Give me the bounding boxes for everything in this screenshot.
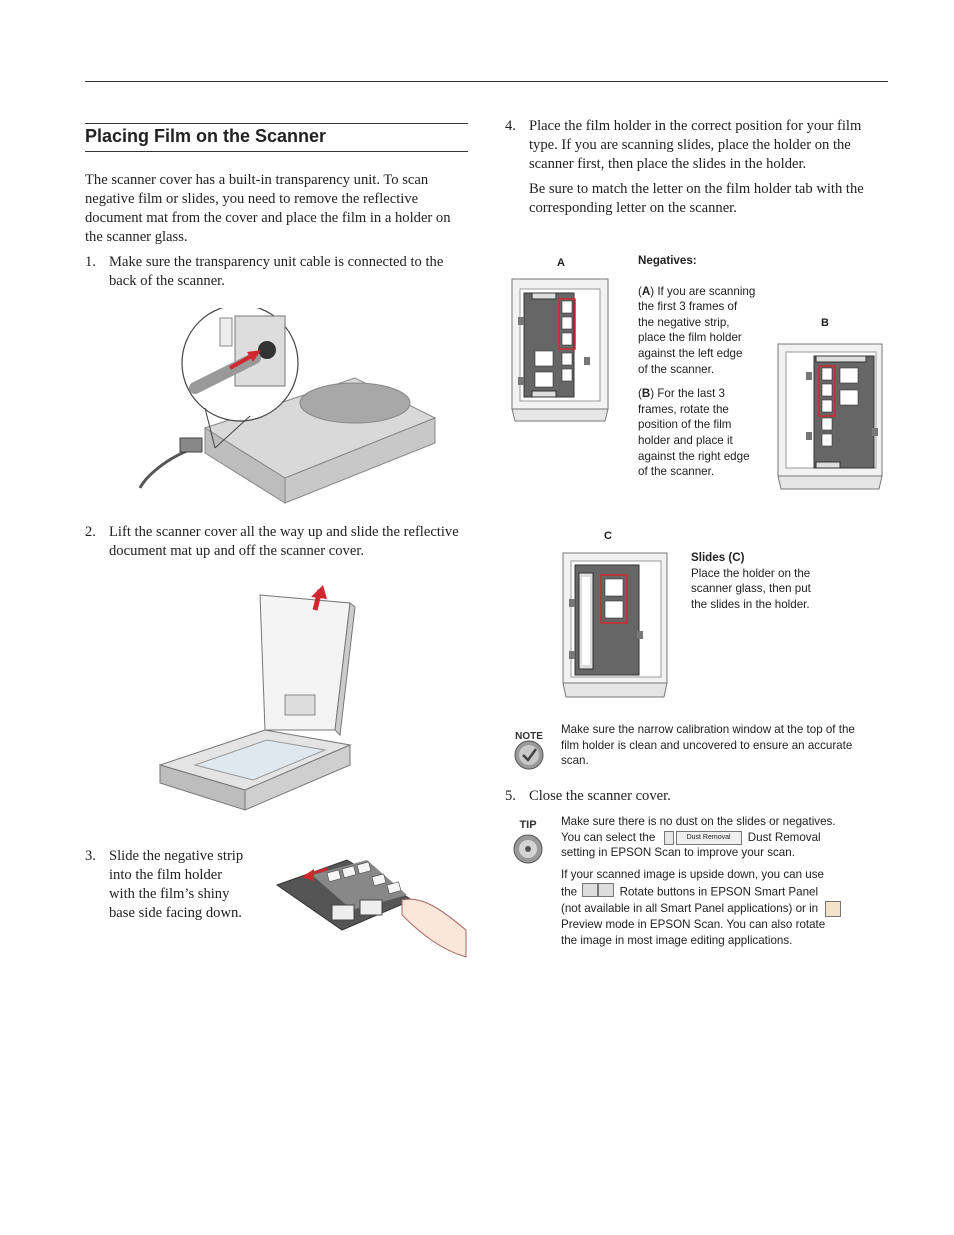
section-title: Placing Film on the Scanner <box>85 126 327 146</box>
step-line: corresponding letter on the scanner. <box>529 200 737 216</box>
negatives-a-text: (A) If you are scanning <box>638 284 756 298</box>
negatives-a-key: A <box>641 284 651 298</box>
step-text: Place the film holder in the correct pos… <box>529 117 864 218</box>
step-number: 1. <box>85 254 96 270</box>
negatives-title: Negatives: <box>638 254 697 267</box>
tip-dust-line: You can select the Dust Removal Dust Rem… <box>561 830 871 846</box>
rotate-buttons-icon <box>582 882 615 902</box>
title-bottom-rule <box>85 151 468 152</box>
text-line: film holder is clean and uncovered to en… <box>561 738 853 752</box>
negatives-b-text: (B) For the last 3 <box>638 387 725 401</box>
step-2: 2. Lift the scanner cover all the way up… <box>85 523 470 563</box>
note-icon-label: NOTE <box>515 731 543 742</box>
step-number: 5. <box>505 788 516 804</box>
step-text: Make sure the transparency unit cable is… <box>109 253 443 291</box>
slides-description: Slides (C) Place the holder on the scann… <box>691 550 841 612</box>
text-line: Place the holder on the <box>691 566 811 580</box>
text-line: holder and place it <box>638 433 733 447</box>
step-line: Place the film holder in the correct pos… <box>529 118 862 134</box>
step-line: type. If you are scanning slides, place … <box>529 137 851 153</box>
intro-paragraph: The scanner cover has a built-in transpa… <box>85 172 451 245</box>
text-fragment: Rotate buttons in EPSON Smart Panel <box>619 884 819 898</box>
step-line: Make sure the transparency unit cable is… <box>109 254 444 270</box>
text-line: Preview mode in EPSON Scan. You can also… <box>561 918 826 932</box>
text-line: frames, rotate the <box>638 402 729 416</box>
text-line: setting in EPSON Scan to improve your sc… <box>561 846 795 860</box>
text-line: the negative strip, <box>638 315 730 329</box>
text-fragment: You can select the <box>561 830 656 844</box>
step-line: Slide the negative strip <box>109 848 244 864</box>
step-3: 3. Slide the negative strip into the fil… <box>85 847 265 927</box>
film-holder-hand-illustration <box>272 855 468 960</box>
text-line: place the film holder <box>638 331 742 345</box>
text-line: the image in most image editing applicat… <box>561 933 793 947</box>
step-text: Slide the negative strip into the film h… <box>109 847 243 923</box>
step-line: scanner first, then place the slides in … <box>529 156 807 172</box>
dust-removal-checkbox-image: Dust Removal <box>662 830 742 846</box>
text-line: of the scanner. <box>638 465 715 479</box>
step-line: document mat up and off the scanner cove… <box>109 543 365 559</box>
note-icon: NOTE <box>509 727 549 771</box>
title-top-rule <box>85 123 468 124</box>
tip-preview-line: (not available in all Smart Panel applic… <box>561 901 871 918</box>
text-line: scan. <box>561 754 589 768</box>
note-text: Make sure the narrow calibration window … <box>561 722 891 769</box>
scanner-position-b-illustration <box>776 342 886 490</box>
text-line: the slides in the holder. <box>691 597 810 611</box>
scanner-position-a-illustration <box>510 277 610 422</box>
step-line: Be sure to match the letter on the film … <box>529 181 864 197</box>
text-line: ) If you are scanning <box>650 284 756 298</box>
text-line: Make sure the narrow calibration window … <box>561 723 855 736</box>
text-line: of the scanner. <box>638 362 715 376</box>
step-5: 5. Close the scanner cover. <box>505 787 890 807</box>
step-number: 3. <box>85 848 96 864</box>
dust-removal-button-image: Dust Removal <box>675 830 742 845</box>
text-line: scanner glass, then put <box>691 582 811 596</box>
figure-label-b: B <box>821 317 829 329</box>
tip-icon: TIP <box>509 817 549 867</box>
preview-mode-icon <box>825 901 842 918</box>
scanner-open-lid-illustration <box>155 585 370 820</box>
text-fragment: (not available in all Smart Panel applic… <box>561 902 819 916</box>
text-line: against the right edge <box>638 449 750 463</box>
slides-title: Slides (C) <box>691 551 745 564</box>
figure-label-a: A <box>557 257 565 269</box>
step-4: 4. Place the film holder in the correct … <box>505 117 890 227</box>
step-line: Lift the scanner cover all the way up an… <box>109 524 459 540</box>
step-number: 4. <box>505 118 516 134</box>
step-line: back of the scanner. <box>109 273 225 289</box>
text-line: ) For the last 3 <box>650 387 725 401</box>
tip-rotate-line: the Rotate buttons in EPSON Smart Panel <box>561 882 871 902</box>
text-line: the first 3 frames of <box>638 300 738 314</box>
step-text: Close the scanner cover. <box>529 788 671 804</box>
tip-icon-label: TIP <box>519 819 536 831</box>
tip-text: Make sure there is no dust on the slides… <box>561 814 871 948</box>
step-line: base side facing down. <box>109 905 242 921</box>
step-line: with the film’s shiny <box>109 886 230 902</box>
header-rule <box>85 81 888 82</box>
text-line: Make sure there is no dust on the slides… <box>561 815 836 828</box>
negatives-description: Negatives: (A) If you are scanning the f… <box>638 253 763 480</box>
text-line: against the left edge <box>638 346 743 360</box>
text-fragment: the <box>561 884 578 898</box>
text-fragment: Dust Removal <box>747 830 821 844</box>
step-line: into the film holder <box>109 867 223 883</box>
text-line: position of the film <box>638 418 732 432</box>
scanner-position-c-illustration <box>561 551 671 699</box>
text-line: If your scanned image is upside down, yo… <box>561 867 824 881</box>
step-text: Lift the scanner cover all the way up an… <box>109 523 459 561</box>
negatives-b-key: B <box>641 387 651 401</box>
step-1: 1. Make sure the transparency unit cable… <box>85 253 470 293</box>
figure-label-c: C <box>604 530 612 542</box>
scanner-cable-illustration <box>135 308 445 513</box>
step-number: 2. <box>85 524 96 540</box>
